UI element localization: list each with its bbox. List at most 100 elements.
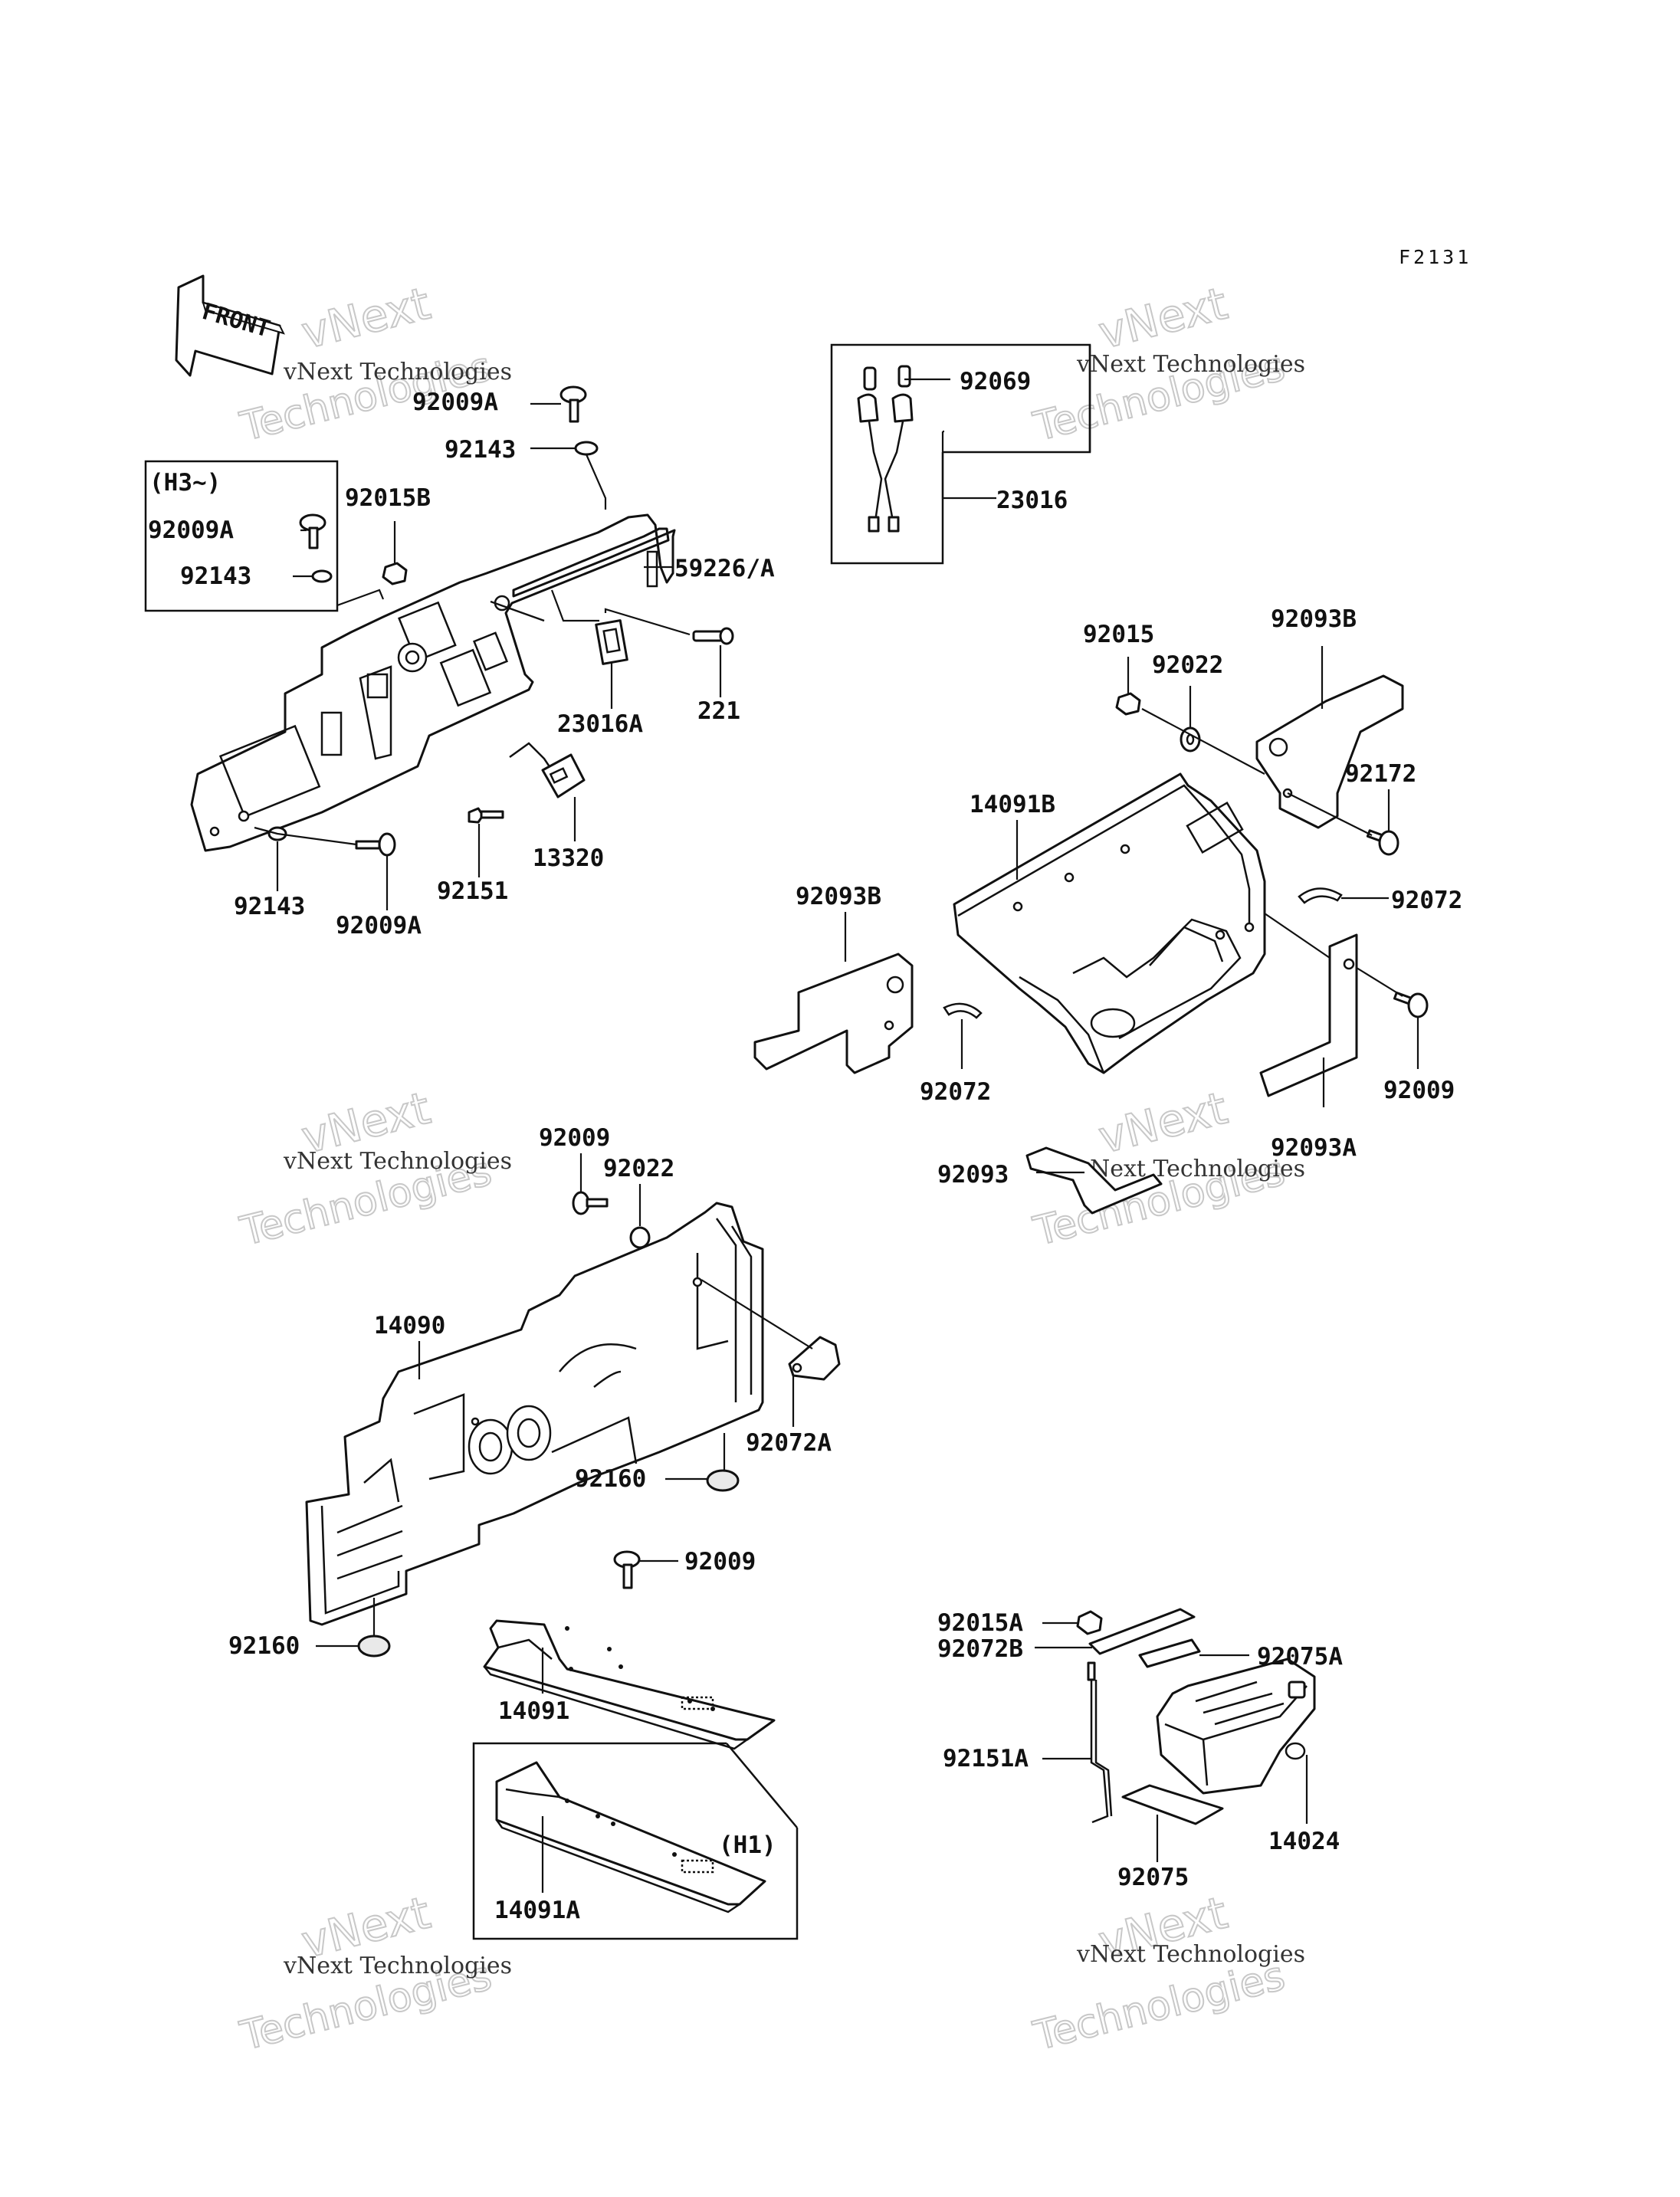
socket-icon xyxy=(595,619,628,665)
callout-92160: 92160 xyxy=(228,1632,300,1660)
watermark-vnext: vNext xyxy=(297,277,435,359)
callout-92009a: 92009A xyxy=(148,516,234,544)
h1-variant-box xyxy=(472,1742,799,1940)
bracket-92093b-right xyxy=(1255,674,1404,829)
callout-92093b: 92093B xyxy=(796,883,881,910)
callout-92151a: 92151A xyxy=(943,1745,1029,1772)
callout-14090: 14090 xyxy=(374,1312,445,1340)
callout-92009a: 92009A xyxy=(336,912,422,939)
callout-221: 221 xyxy=(697,697,740,725)
bracket-92093 xyxy=(1025,1146,1163,1215)
bolt-icon xyxy=(1366,829,1399,856)
strap-icon xyxy=(1088,1608,1196,1655)
watermark-mid-left: vNext Technologies vNext Technologies xyxy=(235,1081,512,1256)
nut-icon xyxy=(382,562,408,585)
hold-rod-icon xyxy=(1087,1661,1113,1824)
callout-92160: 92160 xyxy=(575,1465,646,1493)
nut-icon xyxy=(1076,1610,1103,1635)
callout-92075: 92075 xyxy=(1117,1864,1189,1891)
callout-92072b: 92072B xyxy=(937,1635,1023,1663)
callout-92015b: 92015B xyxy=(345,484,431,512)
callout-92009: 92009 xyxy=(1383,1077,1455,1104)
bolt-icon xyxy=(355,832,396,857)
washer-icon xyxy=(311,569,333,583)
bracket-92093b-left xyxy=(753,953,914,1074)
bracket-92093a xyxy=(1259,933,1358,1097)
dash-panel-59226 xyxy=(190,513,676,852)
callout-labels: 92009A 92143 (H3~) 92009A 92143 92015B 5… xyxy=(148,368,1462,1924)
washer-icon xyxy=(629,1226,651,1249)
bolt-icon xyxy=(299,513,326,549)
callout-14091a: 14091A xyxy=(494,1897,580,1924)
front-arrow-icon: FRONT xyxy=(175,274,285,377)
watermark-vnext: vNext xyxy=(1094,1082,1232,1164)
callout-92072: 92072 xyxy=(1391,887,1462,914)
watermark-text: vNext Technologies xyxy=(283,1953,512,1979)
grommet-icon xyxy=(357,1635,391,1658)
callout-92072: 92072 xyxy=(920,1078,991,1106)
callout-92015a: 92015A xyxy=(937,1609,1023,1637)
callout-92151: 92151 xyxy=(437,877,508,905)
dash-panel-14090 xyxy=(305,1202,764,1626)
battery-group xyxy=(1035,1608,1316,1862)
bolt-icon xyxy=(613,1550,641,1589)
nut-icon xyxy=(1115,692,1141,716)
callout-92143: 92143 xyxy=(445,436,516,464)
watermark-technologies: Technologies xyxy=(1029,1953,1290,2060)
watermark-bot-left: vNext Technologies vNext Technologies xyxy=(235,1886,512,2061)
harness-box-edge xyxy=(943,345,1091,454)
callout-14024: 14024 xyxy=(1268,1828,1340,1855)
watermark-text: vNext Technologies xyxy=(1076,351,1305,378)
watermark-text: vNext Technologies xyxy=(1076,1156,1305,1182)
callout-14091b: 14091B xyxy=(970,791,1055,818)
callout-23016: 23016 xyxy=(996,487,1068,514)
callout-14091: 14091 xyxy=(498,1697,569,1725)
watermark-top-right: vNext Technologies vNext Technologies xyxy=(1029,277,1305,451)
watermark-text: vNext Technologies xyxy=(283,1148,512,1175)
floor-tray-14091b xyxy=(953,772,1266,1074)
callout-92072a: 92072A xyxy=(746,1429,832,1457)
grommet-icon xyxy=(706,1469,740,1492)
callout-13320: 13320 xyxy=(533,844,604,872)
callout-92093b: 92093B xyxy=(1271,605,1357,633)
switch-icon xyxy=(509,742,586,798)
watermark-vnext: vNext xyxy=(1094,277,1232,359)
watermark-text: vNext Technologies xyxy=(283,359,512,385)
callout-92022: 92022 xyxy=(1152,651,1223,679)
callout-92093: 92093 xyxy=(937,1161,1009,1189)
callout-h1: (H1) xyxy=(719,1831,776,1859)
bulb-icon xyxy=(692,627,734,645)
callout-h3: (H3~) xyxy=(149,469,221,497)
battery-icon xyxy=(1156,1658,1316,1795)
callout-59226a: 59226/A xyxy=(674,555,775,582)
callout-92009a: 92009A xyxy=(412,389,498,416)
callout-92015: 92015 xyxy=(1083,621,1154,648)
clamp-icon xyxy=(1298,887,1343,904)
watermark-top-left: vNext Technologies vNext Technologies xyxy=(235,277,512,451)
callout-92075a: 92075A xyxy=(1257,1643,1343,1671)
floor-plate-14091 xyxy=(483,1619,776,1750)
watermark-text: vNext Technologies xyxy=(1076,1941,1305,1968)
washer-icon xyxy=(574,441,599,456)
callout-92069: 92069 xyxy=(960,368,1031,395)
callout-92143: 92143 xyxy=(234,893,305,920)
callout-92022: 92022 xyxy=(603,1155,674,1182)
pad-icon xyxy=(1138,1638,1201,1668)
h3-variant-box xyxy=(144,460,385,612)
callout-23016a: 23016A xyxy=(557,710,643,738)
clamp-icon xyxy=(943,1002,983,1019)
callout-92143: 92143 xyxy=(180,562,251,590)
bolt-icon xyxy=(572,1191,609,1215)
watermark-bot-right: vNext Technologies vNext Technologies xyxy=(1029,1886,1305,2061)
screw-icon xyxy=(468,807,504,824)
pad-icon xyxy=(1121,1784,1224,1825)
figure-code: F2131 xyxy=(1399,246,1472,268)
callout-92172: 92172 xyxy=(1345,760,1416,788)
callout-92009: 92009 xyxy=(539,1124,610,1152)
clamp-92072a xyxy=(788,1336,841,1381)
callout-92009: 92009 xyxy=(684,1548,756,1576)
bolt-icon xyxy=(559,385,587,423)
bolt-icon xyxy=(1393,991,1429,1018)
callout-92093a: 92093A xyxy=(1271,1134,1357,1162)
